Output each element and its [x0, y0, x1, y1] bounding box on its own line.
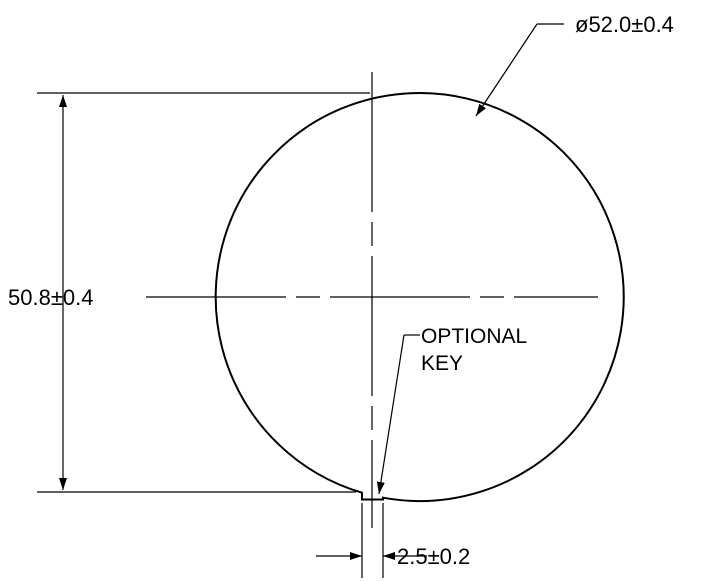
- key-leader-arrow: [376, 334, 405, 495]
- key-width-dimension-label: 2.5±0.2: [397, 544, 470, 569]
- height-dimension-label: 50.8±0.4: [8, 285, 93, 310]
- diameter-leader-arrow: [475, 23, 538, 117]
- diameter-callout-label: ø52.0±0.4: [575, 12, 674, 37]
- key-note-line1: OPTIONAL: [421, 325, 527, 348]
- key-note-line2: KEY: [421, 352, 463, 375]
